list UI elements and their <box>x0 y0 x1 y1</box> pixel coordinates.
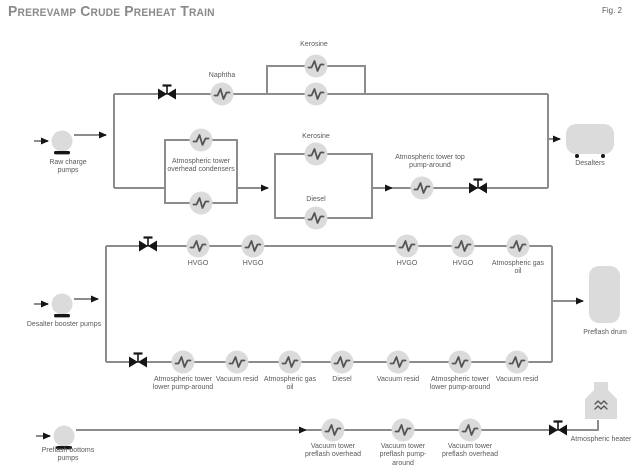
desalters-vessel <box>566 124 614 154</box>
desalter-nozzle-icon <box>601 154 605 158</box>
heat-exchanger-icon <box>170 349 196 375</box>
heat-exchanger-icon <box>303 205 329 231</box>
heat-exchanger-icon <box>320 417 346 443</box>
atmospheric-gas-oil-label: Atmospheric gas oil <box>491 260 545 276</box>
diesel-label: Diesel <box>306 196 326 203</box>
vt-preflash-overhead-label: Vacuum tower preflash overhead <box>304 443 362 459</box>
control-valve-icon <box>467 178 489 195</box>
heat-exchanger-icon <box>385 349 411 375</box>
vacuum-resid-label: Vacuum resid <box>495 376 539 383</box>
heat-exchanger-icon <box>188 190 214 216</box>
heat-exchanger-icon <box>277 349 303 375</box>
vacuum-resid-label: Vacuum resid <box>376 376 420 383</box>
heat-exchanger-icon <box>209 81 235 107</box>
control-valve-icon <box>547 420 569 437</box>
heat-exchanger-icon <box>185 233 211 259</box>
heat-exchanger-icon <box>505 233 531 259</box>
control-valve-icon <box>156 84 178 101</box>
kerosine-label: Kerosine <box>302 133 330 140</box>
heat-exchanger-icon <box>188 127 214 153</box>
heat-exchanger-icon <box>394 233 420 259</box>
heat-exchanger-icon <box>224 349 250 375</box>
preflash-bottoms-pumps-label: Preflash bottoms pumps <box>41 447 95 463</box>
naphtha-label: Naphtha <box>208 72 236 79</box>
overhead-condensers-label: Atmospheric tower overhead condensers <box>167 158 235 174</box>
atmospheric-heater-label: Atmospheric heater <box>570 436 632 443</box>
hvgo-label: HVGO <box>242 260 264 267</box>
desalters-label: Desalters <box>575 160 605 167</box>
control-valve-icon <box>137 236 159 253</box>
pump-icon <box>53 425 75 450</box>
lower-pumparound-label: Atmospheric tower lower pump-around <box>429 376 491 392</box>
pump-icon <box>51 293 73 318</box>
raw-charge-pumps-label: Raw charge pumps <box>49 159 87 175</box>
vacuum-resid-label: Vacuum resid <box>215 376 259 383</box>
heat-exchanger-icon <box>504 349 530 375</box>
heat-exchanger-icon <box>457 417 483 443</box>
heat-exchanger-icon <box>450 233 476 259</box>
lower-pumparound-label: Atmospheric tower lower pump-around <box>152 376 214 392</box>
hvgo-label: HVGO <box>452 260 474 267</box>
kerosine-diesel-box <box>274 153 373 219</box>
vt-preflash-overhead-label: Vacuum tower preflash overhead <box>441 443 499 459</box>
diesel-label: Diesel <box>332 376 352 383</box>
heat-exchanger-icon <box>390 417 416 443</box>
figure-number: Fig. 2 <box>601 6 622 15</box>
vt-preflash-pumparound-label: Vacuum tower preflash pump-around <box>379 443 427 467</box>
atmospheric-heater-vessel <box>585 382 617 419</box>
heat-exchanger-icon <box>409 175 435 201</box>
heater-coil-icon <box>594 400 608 410</box>
diagram-title: Prerevamp Crude Preheat Train <box>8 3 215 20</box>
preflash-drum-label: Preflash drum <box>583 329 627 336</box>
heat-exchanger-icon <box>240 233 266 259</box>
pump-icon <box>51 130 73 155</box>
hvgo-label: HVGO <box>187 260 209 267</box>
heat-exchanger-icon <box>447 349 473 375</box>
desalter-nozzle-icon <box>575 154 579 158</box>
hvgo-label: HVGO <box>396 260 418 267</box>
kerosine-loop-label: Kerosine <box>300 41 328 48</box>
heat-exchanger-icon <box>329 349 355 375</box>
heat-exchanger-icon <box>303 81 329 107</box>
heat-exchanger-icon <box>303 53 329 79</box>
atmospheric-gas-oil-label: Atmospheric gas oil <box>263 376 317 392</box>
heat-exchanger-icon <box>303 141 329 167</box>
control-valve-icon <box>127 352 149 369</box>
top-pumparound-label: Atmospheric tower top pump-around <box>395 154 465 170</box>
preflash-drum-vessel <box>589 266 620 323</box>
equipment <box>51 53 620 450</box>
desalter-booster-pumps-label: Desalter booster pumps <box>26 321 102 328</box>
